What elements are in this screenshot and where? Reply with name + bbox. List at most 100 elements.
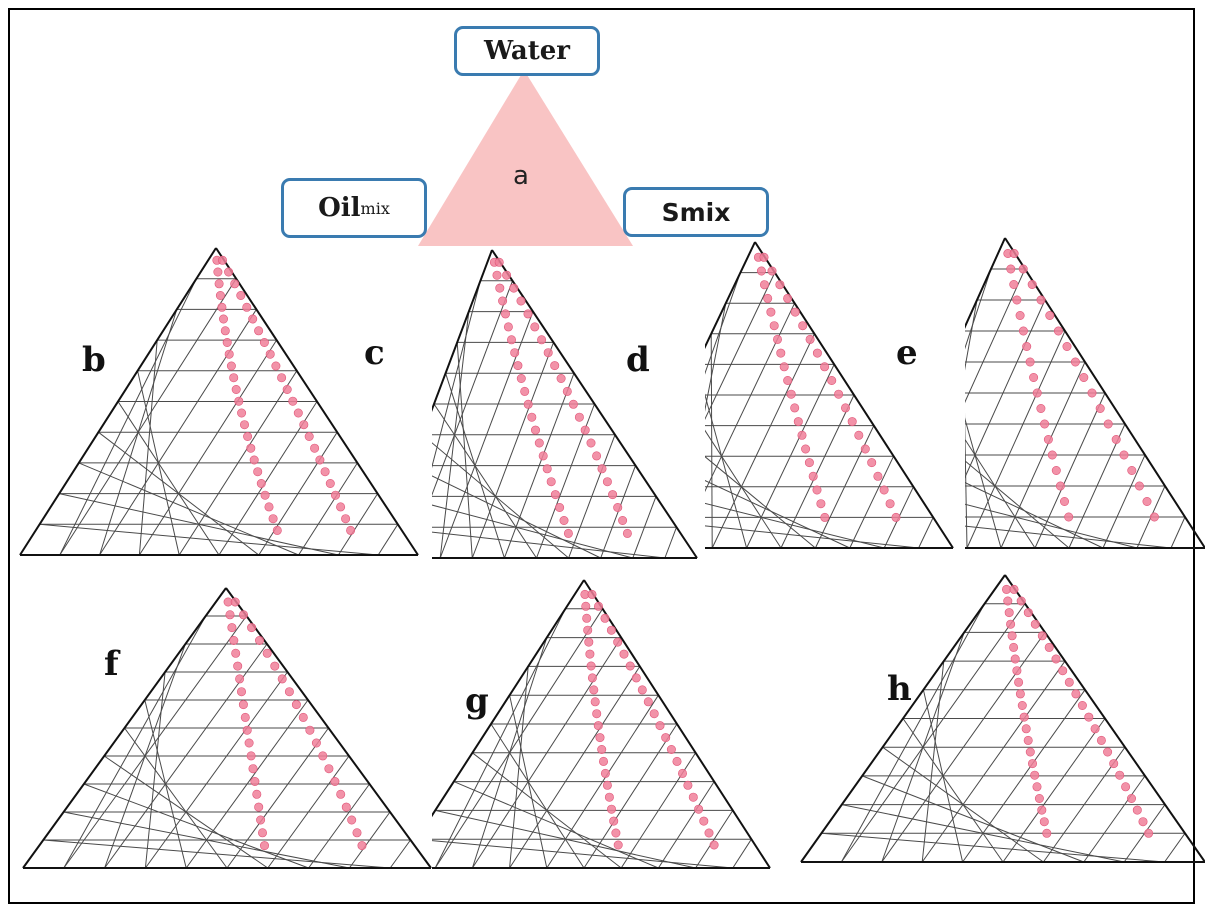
point-h xyxy=(1017,700,1027,710)
ternary-grid-c xyxy=(432,249,698,559)
point-b xyxy=(219,314,229,324)
point-d xyxy=(783,375,793,385)
point-b xyxy=(346,525,356,535)
point-b xyxy=(236,290,246,300)
point-c xyxy=(530,322,540,332)
point-d xyxy=(840,403,850,413)
point-g xyxy=(677,768,687,778)
point-g xyxy=(666,744,676,754)
point-e xyxy=(1055,481,1065,491)
point-b xyxy=(254,326,264,336)
grid-line xyxy=(453,781,659,869)
water-label-text: Water xyxy=(483,36,571,66)
point-g xyxy=(699,816,709,826)
grid-line xyxy=(849,455,895,549)
point-f xyxy=(270,661,280,671)
point-h xyxy=(1016,596,1026,606)
point-b xyxy=(242,302,252,312)
point-h xyxy=(1025,747,1035,757)
point-f xyxy=(352,828,362,838)
point-g xyxy=(625,661,635,671)
point-f xyxy=(291,700,301,710)
point-e xyxy=(1012,295,1022,305)
grid-line xyxy=(138,339,278,556)
point-b xyxy=(229,373,239,383)
triangle-edge xyxy=(491,249,698,559)
triangle-edge xyxy=(800,574,1006,863)
point-b xyxy=(315,455,325,465)
point-g xyxy=(593,601,603,611)
point-b xyxy=(288,396,298,406)
point-g xyxy=(604,792,614,802)
point-g xyxy=(649,709,659,719)
grid-line xyxy=(705,272,741,375)
point-f xyxy=(277,674,287,684)
point-b xyxy=(224,267,234,277)
point-c xyxy=(622,528,632,538)
point-b xyxy=(282,384,292,394)
point-f xyxy=(284,687,294,697)
point-b xyxy=(240,420,250,430)
point-c xyxy=(520,386,530,396)
grid-line xyxy=(965,481,1104,549)
grid-line xyxy=(117,401,220,556)
point-g xyxy=(589,685,599,695)
ternary-grid-b xyxy=(19,247,419,556)
point-g xyxy=(688,792,698,802)
point-e xyxy=(1062,341,1072,351)
point-c xyxy=(503,322,513,332)
point-e xyxy=(1027,279,1037,289)
point-e xyxy=(1018,264,1028,274)
point-c xyxy=(586,438,596,448)
point-h xyxy=(1115,770,1125,780)
point-g xyxy=(661,733,671,743)
point-c xyxy=(498,296,508,306)
ternary-grid-e xyxy=(965,237,1205,549)
point-e xyxy=(1043,434,1053,444)
triangle-edge xyxy=(22,587,227,869)
point-b xyxy=(259,337,269,347)
point-g xyxy=(606,625,616,635)
point-g xyxy=(586,661,596,671)
point-f xyxy=(240,712,250,722)
point-b xyxy=(248,314,258,324)
grid-line xyxy=(144,671,288,869)
point-g xyxy=(593,721,603,731)
grid-line xyxy=(705,429,782,549)
grid-line xyxy=(1034,392,1106,549)
point-h xyxy=(1015,689,1025,699)
point-c xyxy=(494,257,504,267)
point-d xyxy=(879,485,889,495)
point-h xyxy=(1034,793,1044,803)
point-e xyxy=(1029,372,1039,382)
point-g xyxy=(683,780,693,790)
point-h xyxy=(1051,654,1061,664)
panel-label-h: h xyxy=(887,669,912,709)
point-e xyxy=(1040,419,1050,429)
grid-line xyxy=(226,727,329,869)
point-b xyxy=(260,490,270,500)
point-d xyxy=(786,389,796,399)
point-d xyxy=(759,280,769,290)
grid-line xyxy=(298,462,358,556)
point-g xyxy=(595,733,605,743)
grid-line xyxy=(965,438,1036,549)
point-d xyxy=(805,334,815,344)
triangle-edge xyxy=(215,247,419,556)
point-e xyxy=(1142,496,1152,506)
point-h xyxy=(1037,805,1047,815)
grid-line xyxy=(83,783,309,869)
point-c xyxy=(562,386,572,396)
point-b xyxy=(224,349,234,359)
panel-label-f: f xyxy=(104,644,119,684)
point-e xyxy=(1053,326,1063,336)
grid-line xyxy=(918,517,934,549)
point-c xyxy=(516,373,526,383)
grid-line xyxy=(921,660,1066,863)
point-d xyxy=(783,293,793,303)
point-c xyxy=(542,464,552,474)
point-g xyxy=(606,804,616,814)
grid-line xyxy=(377,524,399,556)
point-e xyxy=(1009,279,1019,289)
